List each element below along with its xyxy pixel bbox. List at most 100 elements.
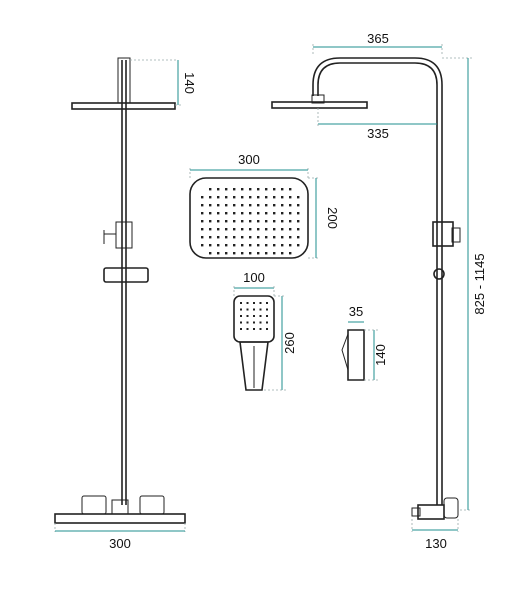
hand-nozzle-dot — [259, 321, 262, 324]
nozzle-dot — [265, 252, 268, 255]
nozzle-dot — [217, 188, 220, 191]
head-plate-nozzles — [201, 188, 300, 255]
front-rain-head — [71, 102, 176, 110]
hand-nozzle-dot — [240, 321, 242, 324]
hand-nozzle-dot — [246, 302, 249, 304]
nozzle-dot — [217, 228, 220, 231]
holder-clip — [341, 333, 349, 371]
nozzle-dot — [233, 252, 236, 255]
nozzle-dot — [289, 236, 292, 239]
hand-nozzle-dot — [259, 302, 262, 304]
nozzle-dot — [281, 188, 284, 191]
nozzle-dot — [249, 228, 252, 231]
nozzle-dot — [201, 236, 204, 239]
holder-body — [347, 329, 365, 381]
hand-nozzle-dot — [253, 302, 255, 304]
nozzle-dot — [297, 228, 300, 231]
hand-nozzle-dot — [246, 315, 249, 317]
nozzle-dot — [241, 236, 244, 239]
nozzle-dot — [201, 228, 204, 231]
nozzle-dot — [265, 228, 268, 231]
nozzle-dot — [257, 212, 260, 215]
nozzle-dot — [281, 252, 284, 255]
nozzle-dot — [233, 228, 236, 231]
nozzle-dot — [249, 188, 252, 191]
dim-holder-w-label: 35 — [349, 304, 363, 319]
nozzle-dot — [297, 244, 300, 247]
head-plate-view: 300 200 — [189, 152, 340, 259]
side-head-mount — [311, 94, 325, 104]
side-arm-outer — [317, 62, 438, 96]
nozzle-dot — [273, 188, 276, 191]
nozzle-dot — [233, 204, 236, 207]
hand-nozzle-dot — [259, 328, 262, 330]
nozzle-dot — [257, 228, 260, 231]
dim-335-label: 335 — [367, 126, 389, 141]
dim-holder-h-label: 140 — [373, 344, 388, 366]
side-rain-head — [271, 101, 368, 109]
nozzle-dot — [209, 188, 212, 191]
dim-hand-h-label: 260 — [282, 332, 297, 354]
nozzle-dot — [249, 196, 252, 199]
nozzle-dot — [201, 196, 204, 199]
hand-shower-view: 100 260 — [233, 270, 297, 391]
hand-nozzle-dot — [259, 315, 262, 317]
side-base — [417, 504, 445, 520]
nozzle-dot — [241, 188, 244, 191]
nozzle-dot — [297, 220, 300, 223]
front-view: 140 300 — [54, 57, 197, 551]
dim-365-label: 365 — [367, 31, 389, 46]
hand-nozzle-dot — [240, 308, 242, 311]
hand-nozzle-dot — [253, 308, 255, 311]
nozzle-dot — [217, 204, 220, 207]
nozzle-dot — [297, 204, 300, 207]
nozzle-dot — [209, 196, 212, 199]
nozzle-dot — [281, 204, 284, 207]
nozzle-dot — [281, 236, 284, 239]
nozzle-dot — [233, 244, 236, 247]
hand-nozzle-dot — [240, 315, 242, 317]
side-view: 365 335 825 - 1145 130 — [271, 31, 487, 551]
nozzle-dot — [217, 212, 220, 215]
nozzle-dot — [297, 236, 300, 239]
nozzle-dot — [209, 244, 212, 247]
dim-plate-w-label: 300 — [238, 152, 260, 167]
nozzle-dot — [297, 212, 300, 215]
nozzle-dot — [273, 220, 276, 223]
nozzle-dot — [281, 212, 284, 215]
nozzle-dot — [265, 204, 268, 207]
dim-height-label: 825 - 1145 — [472, 253, 487, 314]
hand-nozzle-dot — [266, 321, 268, 324]
nozzle-dot — [281, 244, 284, 247]
nozzle-dot — [241, 228, 244, 231]
nozzle-dot — [233, 196, 236, 199]
nozzle-dot — [257, 188, 260, 191]
nozzle-dot — [217, 220, 220, 223]
head-plate — [189, 177, 309, 259]
nozzle-dot — [249, 212, 252, 215]
nozzle-dot — [201, 212, 204, 215]
nozzle-dot — [209, 252, 212, 255]
nozzle-dot — [201, 244, 204, 247]
nozzle-dot — [257, 220, 260, 223]
nozzle-dot — [225, 236, 228, 239]
nozzle-dot — [265, 236, 268, 239]
nozzle-dot — [281, 228, 284, 231]
hand-nozzle-dot — [259, 308, 262, 311]
nozzle-dot — [225, 212, 228, 215]
hand-nozzle-dot — [253, 315, 255, 317]
nozzle-dot — [217, 196, 220, 199]
nozzle-dot — [241, 252, 244, 255]
nozzle-dot — [273, 212, 276, 215]
front-knob-right — [139, 495, 165, 515]
nozzle-dot — [209, 236, 212, 239]
front-slider — [103, 267, 149, 283]
nozzle-dot — [201, 220, 204, 223]
nozzle-dot — [233, 236, 236, 239]
nozzle-dot — [225, 244, 228, 247]
nozzle-dot — [225, 252, 228, 255]
nozzle-dot — [209, 204, 212, 207]
side-base-knob — [443, 497, 459, 519]
nozzle-dot — [289, 220, 292, 223]
nozzle-dot — [217, 244, 220, 247]
